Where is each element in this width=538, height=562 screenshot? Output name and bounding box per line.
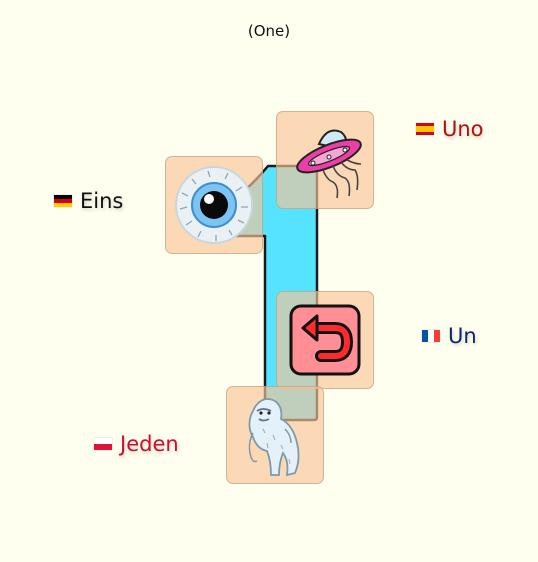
page-title: (One) [247, 22, 291, 40]
label-french: Un [422, 324, 477, 348]
label-polish-text: Jeden [120, 432, 179, 456]
german-flag-icon [54, 195, 72, 207]
spanish-flag-icon [416, 123, 434, 135]
tile-undo[interactable] [276, 291, 374, 389]
label-polish: Jeden [94, 432, 179, 456]
tile-ufo[interactable] [276, 111, 374, 209]
undo-arrow-icon [289, 304, 361, 376]
tile-yeti[interactable] [226, 386, 324, 484]
yeti-icon [248, 398, 300, 477]
label-german-text: Eins [80, 189, 124, 213]
eyeball-icon [175, 166, 253, 244]
tile-eyeball[interactable] [165, 156, 263, 254]
ufo-icon [296, 129, 362, 199]
label-spanish: Uno [416, 117, 484, 141]
label-spanish-text: Uno [442, 117, 484, 141]
polish-flag-icon [94, 438, 112, 450]
label-german: Eins [54, 189, 123, 213]
label-french-text: Un [448, 324, 477, 348]
french-flag-icon [422, 330, 440, 342]
